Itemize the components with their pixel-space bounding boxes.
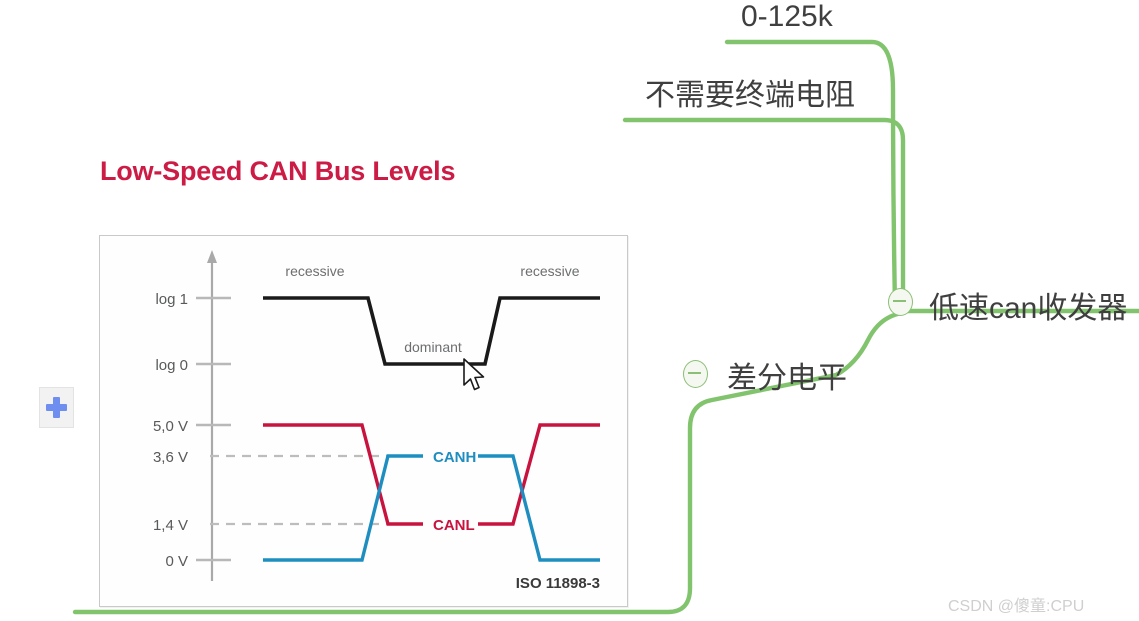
add-plus-button[interactable] <box>39 387 74 428</box>
mouse-cursor-icon <box>463 358 485 391</box>
chart-svg: log 1 log 0 5,0 V 3,6 V 1,4 V 0 V recess… <box>153 250 600 592</box>
canh-waveform <box>263 454 423 562</box>
minus-circle-icon-differential[interactable] <box>683 360 708 388</box>
series-label-canh: CANH <box>433 449 476 466</box>
axis-tick-label: log 0 <box>155 357 188 374</box>
axis-ticks <box>196 296 231 562</box>
reference-lines <box>210 454 423 526</box>
mindmap-node-no-terminating-resistor[interactable]: 不需要终端电阻 <box>645 79 855 112</box>
mindmap-node-rate[interactable]: 0-125k <box>741 0 833 33</box>
branch-to-noterm <box>622 117 906 311</box>
annotation-recessive-right: recessive <box>520 263 579 279</box>
iso-standard-label: ISO 11898-3 <box>516 575 600 592</box>
annotation-recessive-left: recessive <box>285 263 344 279</box>
slide-title: Low-Speed CAN Bus Levels <box>100 156 456 186</box>
mindmap-node-low-speed-can-transceiver[interactable]: 低速can收发器 <box>929 292 1128 325</box>
mindmap-node-differential-level[interactable]: 差分电平 <box>727 362 847 395</box>
canl-waveform <box>263 423 423 526</box>
canl-waveform-2 <box>478 423 600 526</box>
series-label-canl: CANL <box>433 517 475 534</box>
slide-image: Low-Speed CAN Bus Levels <box>39 156 628 607</box>
canh-waveform-2 <box>478 454 600 562</box>
csdn-watermark: CSDN @傻童:CPU <box>948 598 1085 615</box>
can-bus-levels-chart: log 1 log 0 5,0 V 3,6 V 1,4 V 0 V recess… <box>99 235 628 607</box>
minus-circle-icon-lowspeed[interactable] <box>888 288 913 316</box>
annotation-dominant: dominant <box>404 339 462 355</box>
axis-tick-label: log 1 <box>155 291 188 308</box>
plus-icon-vertical <box>53 397 60 418</box>
axis-tick-label: 5,0 V <box>153 418 188 435</box>
y-axis <box>207 250 217 581</box>
axis-tick-label: 0 V <box>165 553 188 570</box>
axis-tick-label: 3,6 V <box>153 449 188 466</box>
axis-tick-label: 1,4 V <box>153 517 188 534</box>
